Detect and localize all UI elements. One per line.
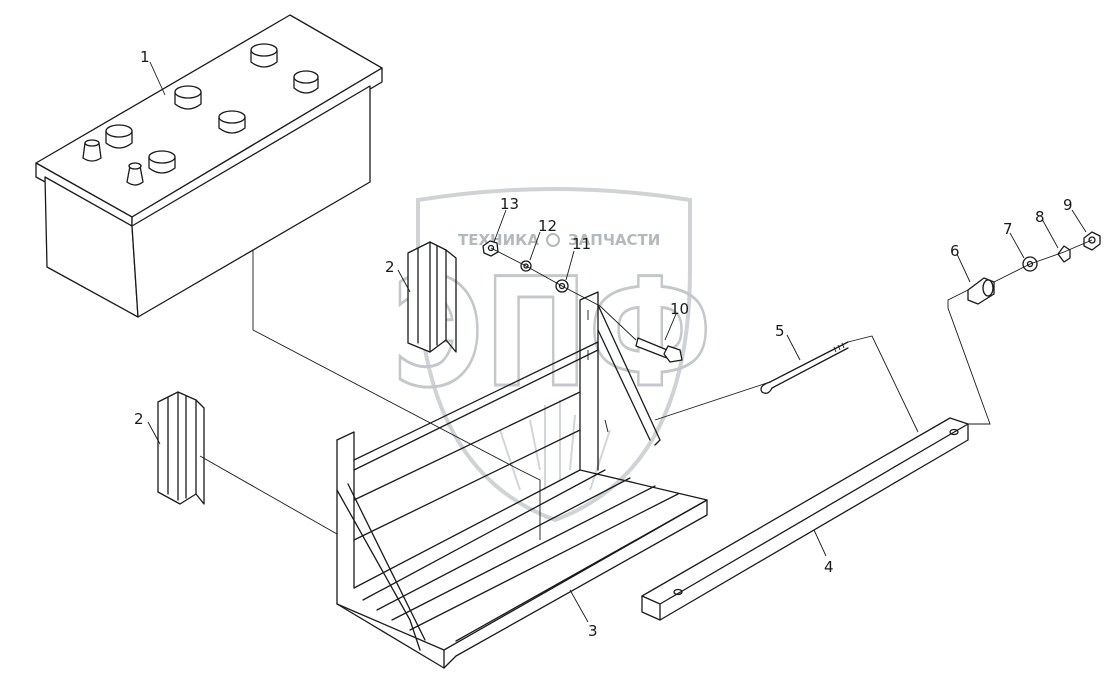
watermark-text-left: ТЕХНИКА xyxy=(458,231,539,249)
callout-leaders xyxy=(147,61,1087,623)
callout-8: 8 xyxy=(1035,208,1045,226)
callout-12: 12 xyxy=(538,217,557,235)
watermark-text-right: ЗАПЧАСТИ xyxy=(568,231,660,249)
u-bracket-lower xyxy=(157,391,205,505)
battery-tray xyxy=(336,291,708,669)
callout-3: 3 xyxy=(588,622,598,640)
callout-13: 13 xyxy=(500,195,519,213)
gear-icon xyxy=(546,233,560,247)
callout-2-lower: 2 xyxy=(134,410,144,428)
callout-labels: 1 2 2 3 4 5 6 7 8 9 10 11 12 13 xyxy=(134,48,1073,640)
callout-4: 4 xyxy=(824,558,834,576)
battery-terminal xyxy=(82,43,319,186)
callout-11: 11 xyxy=(572,235,591,253)
callout-10: 10 xyxy=(670,300,689,318)
hold-down-bar xyxy=(641,417,969,621)
bolt-stack xyxy=(482,240,683,363)
u-bracket-upper xyxy=(407,241,457,353)
battery xyxy=(35,14,383,318)
callout-7: 7 xyxy=(1003,220,1013,238)
callout-2-upper: 2 xyxy=(385,258,395,276)
fasteners-right xyxy=(967,231,1101,305)
callout-6: 6 xyxy=(950,242,960,260)
hook-rod xyxy=(760,341,849,394)
callout-1: 1 xyxy=(140,48,150,66)
assembly-lines xyxy=(199,239,1093,540)
callout-9: 9 xyxy=(1063,196,1073,214)
callout-5: 5 xyxy=(775,322,785,340)
